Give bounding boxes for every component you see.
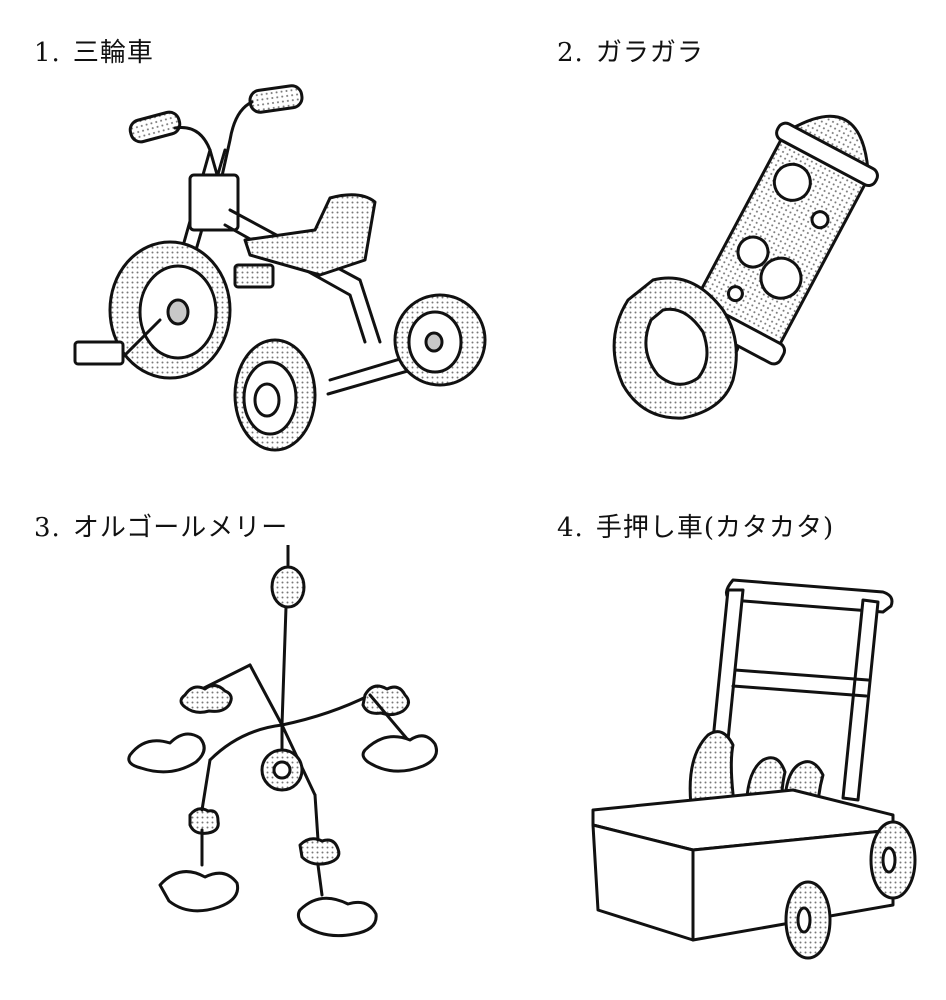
toy-panel-music-box-mobile: 3. オルゴールメリー (0, 485, 473, 970)
push-cart-icon (591, 578, 917, 960)
toy-caption: 3. オルゴールメリー (34, 507, 288, 544)
toy-number: 1. (34, 38, 61, 68)
toy-caption: 4. 手押し車(カタカタ) (557, 507, 834, 544)
toy-number: 2. (557, 38, 584, 68)
toy-label: 三輪車 (72, 38, 154, 68)
music-box-mobile-icon (127, 545, 438, 938)
toy-panel-tricycle: 1. 三輪車 (0, 0, 487, 485)
toy-caption: 2. ガラガラ (557, 32, 704, 69)
toy-caption: 1. 三輪車 (34, 32, 154, 69)
toy-number: 3. (34, 513, 61, 543)
toy-label: ガラガラ (595, 38, 704, 68)
rattle-icon (612, 114, 879, 420)
toy-panel-rattle: 2. ガラガラ (473, 0, 946, 485)
toy-number: 4. (557, 513, 584, 543)
toy-label: オルゴールメリー (72, 513, 289, 543)
toy-panel-push-cart: 4. 手押し車(カタカタ) (473, 485, 946, 970)
tricycle-icon (73, 84, 487, 452)
toy-label: 手押し車(カタカタ) (595, 513, 835, 543)
